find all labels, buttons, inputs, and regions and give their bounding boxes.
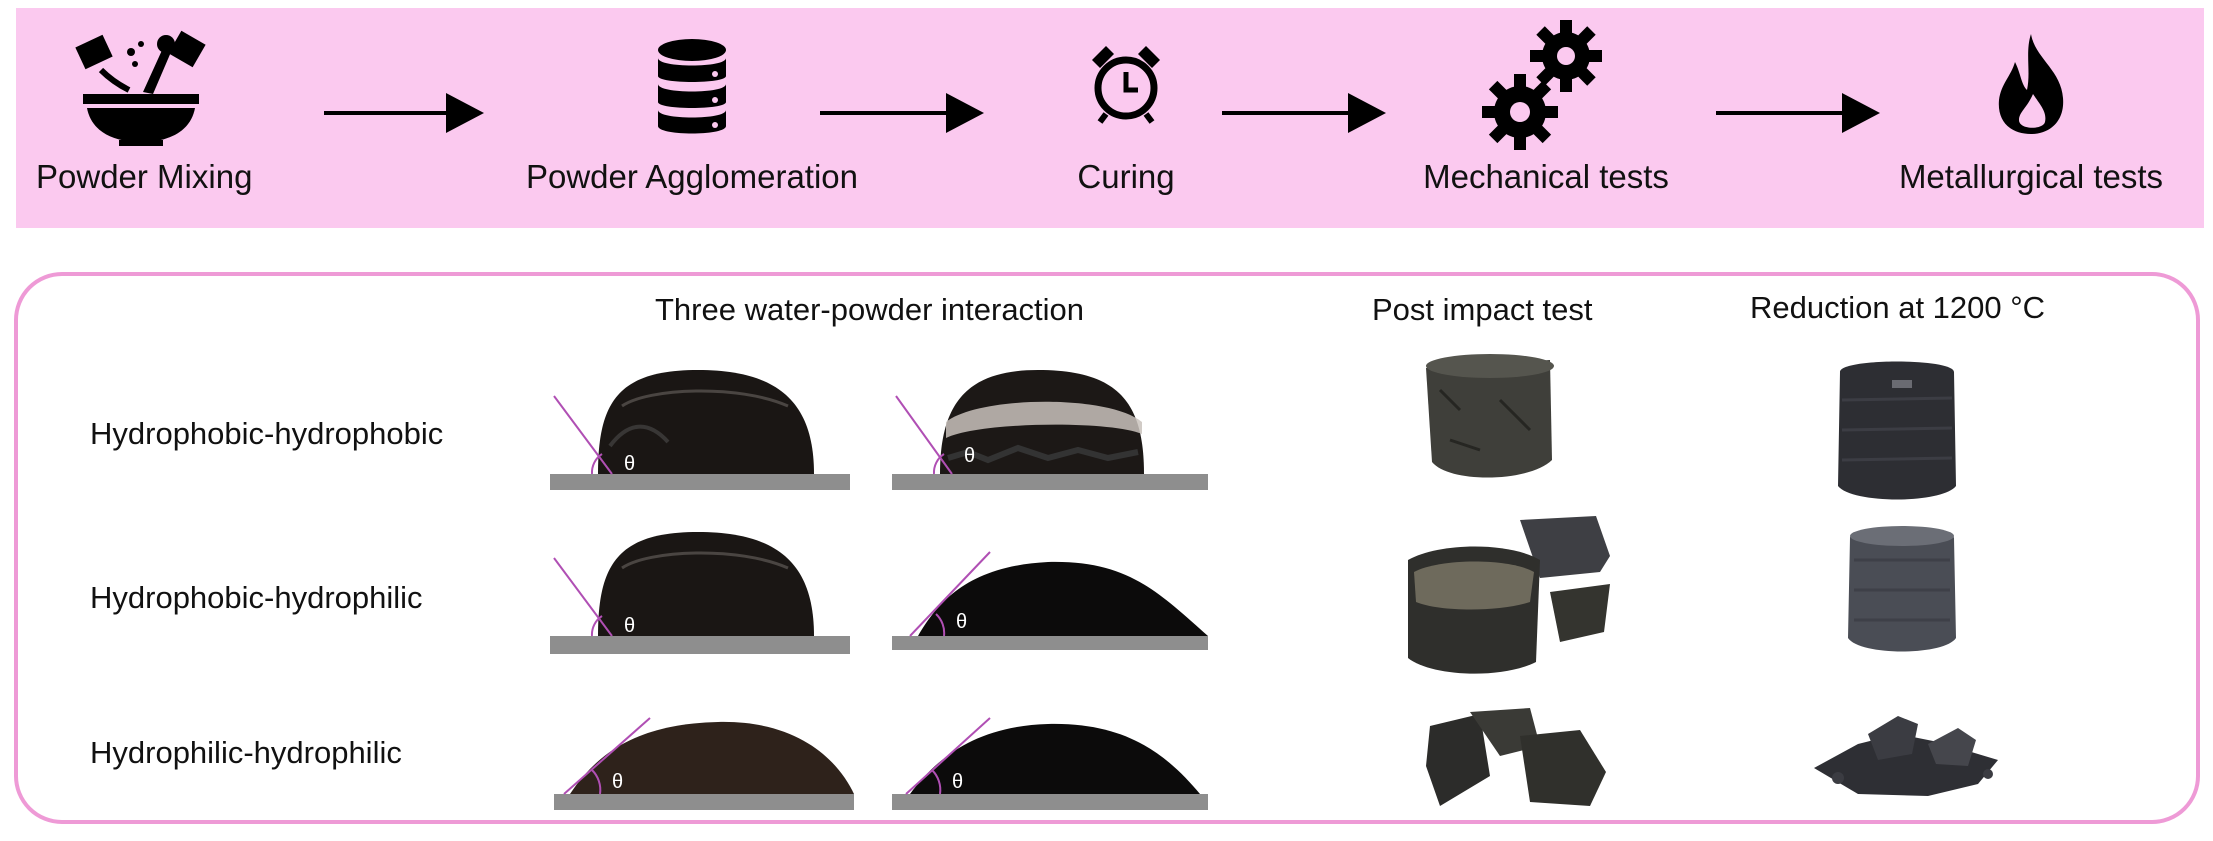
reduction-photo-row-3	[1814, 716, 1998, 796]
reduction-photo-row-2	[1848, 526, 1956, 652]
step-powder-mixing: Powder Mixing	[36, 8, 253, 228]
row-label-hydrophobic-hydrophilic: Hydrophobic-hydrophilic	[90, 580, 423, 615]
gears-icon	[1482, 20, 1602, 150]
column-header-interaction: Three water-powder interaction	[655, 292, 1085, 327]
flow-arrow	[324, 93, 484, 133]
droplet-images-row-2: θ θ	[550, 532, 1208, 654]
column-header-impact: Post impact test	[1372, 292, 1593, 327]
theta-label: θ	[956, 611, 967, 633]
flow-arrow	[820, 93, 984, 133]
theta-label: θ	[624, 453, 635, 475]
row-label-hydrophilic-hydrophilic: Hydrophilic-hydrophilic	[90, 735, 402, 770]
database-stack-icon	[658, 39, 726, 134]
theta-label: θ	[612, 771, 623, 793]
impact-photo-row-2	[1408, 516, 1610, 674]
impact-photo-row-3	[1426, 708, 1606, 806]
step-powder-agglomeration: Powder Agglomeration	[512, 8, 872, 228]
impact-photo-row-1	[1426, 354, 1554, 478]
reduction-photo-row-1	[1838, 361, 1956, 500]
results-panel	[14, 272, 2200, 824]
flame-icon	[1998, 34, 2064, 134]
theta-label: θ	[964, 445, 975, 467]
step-metallurgical-tests: Metallurgical tests	[1886, 8, 2176, 228]
mixing-bowl-icon	[75, 30, 206, 146]
step-curing: Curing	[1056, 8, 1196, 228]
step-mechanical-tests: Mechanical tests	[1396, 8, 1696, 228]
flow-arrow	[1222, 93, 1386, 133]
alarm-clock-icon	[1092, 46, 1160, 124]
droplet-images-row-3: θ θ	[554, 717, 1208, 810]
step-label: Curing	[1077, 158, 1175, 195]
theta-label: θ	[952, 771, 963, 793]
step-label: Mechanical tests	[1423, 158, 1669, 195]
step-label: Metallurgical tests	[1898, 158, 2164, 195]
process-flow-band: Powder Mixing Powder Agglomeration Curin…	[16, 8, 2204, 228]
row-label-hydrophobic-hydrophobic: Hydrophobic-hydrophobic	[90, 416, 444, 451]
droplet-images-row-1: θ θ	[550, 370, 1208, 490]
theta-label: θ	[624, 615, 635, 637]
flow-arrow	[1716, 93, 1880, 133]
step-label: Powder Mixing	[36, 158, 253, 195]
step-label: Powder Agglomeration	[525, 158, 859, 195]
column-header-reduction: Reduction at 1200 °C	[1750, 290, 2046, 325]
